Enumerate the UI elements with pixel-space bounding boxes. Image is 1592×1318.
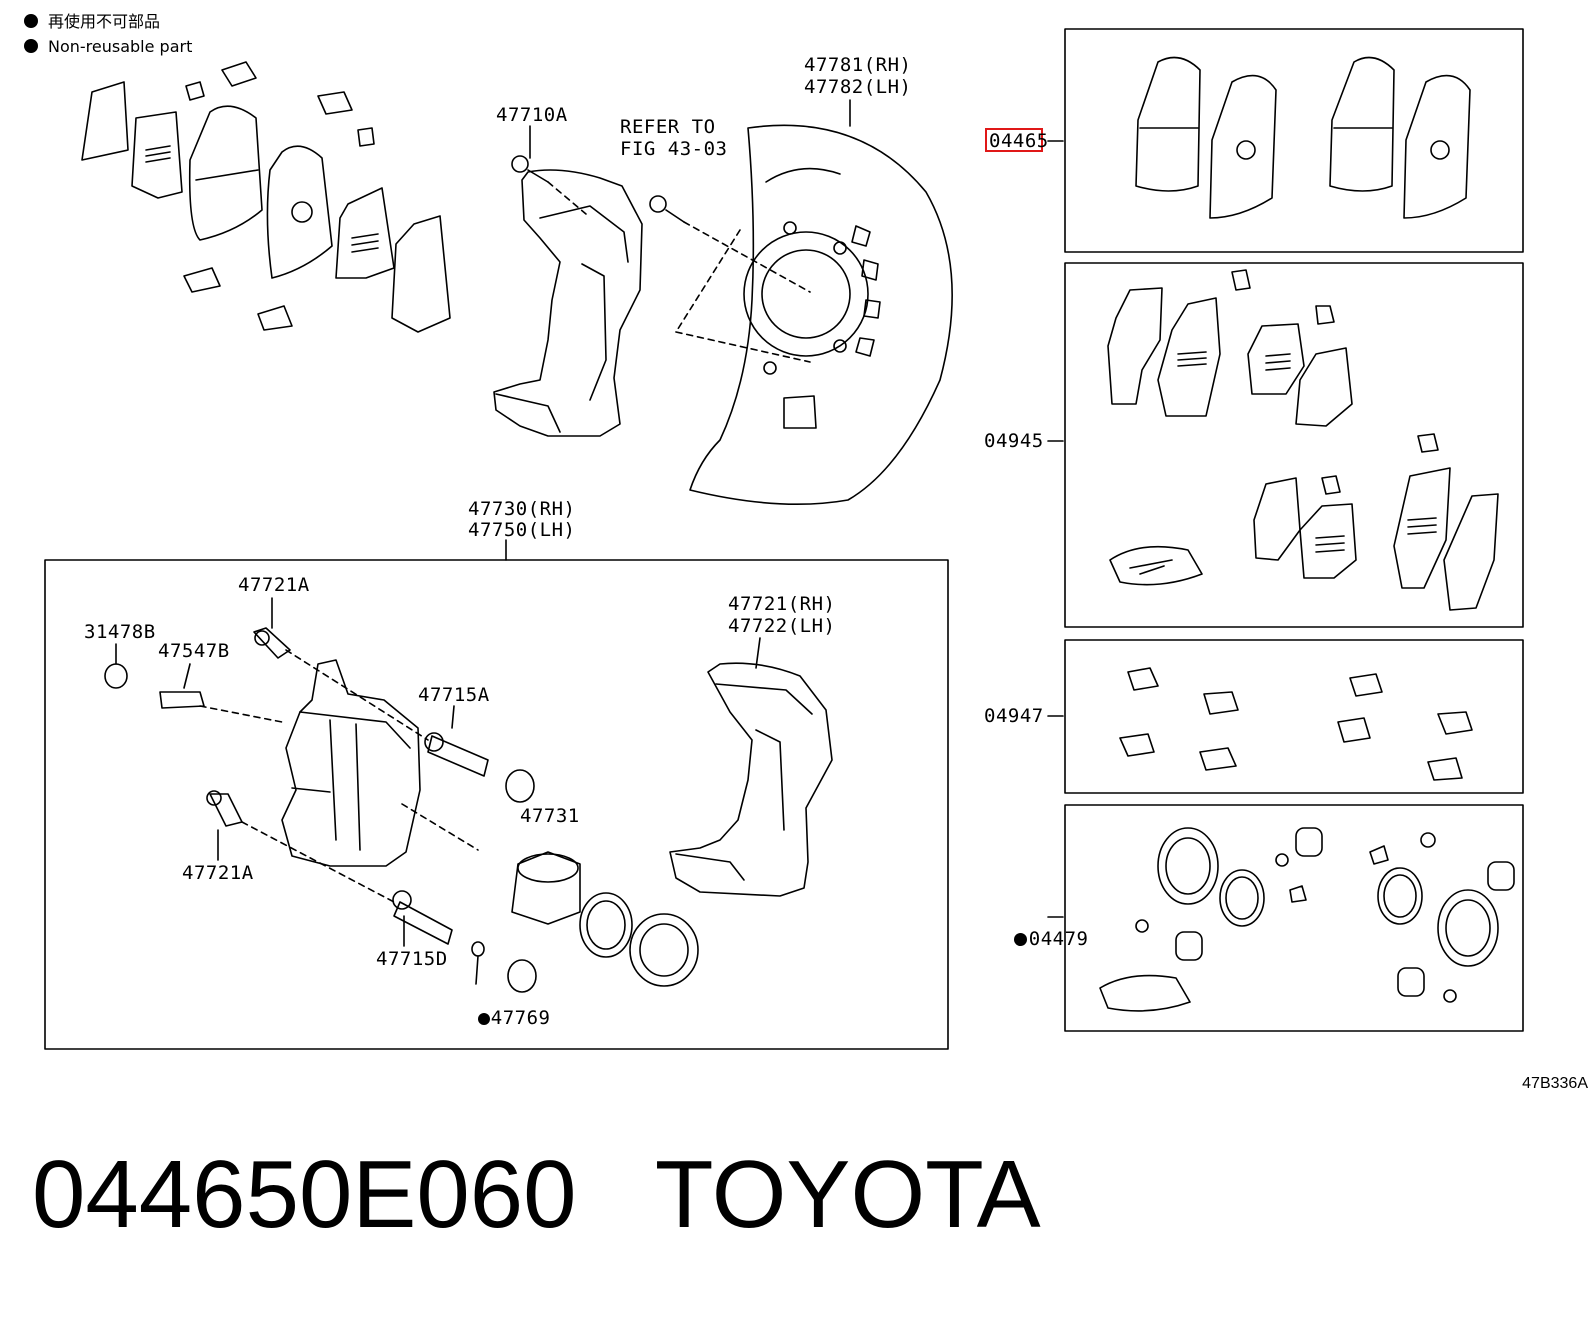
label-refer-to: REFER TO: [620, 116, 716, 138]
top-left-pad-kit-drawing: [81, 61, 451, 333]
label-47721a-top: 47721A: [238, 574, 310, 596]
label-47721a-bottom: 47721A: [182, 862, 254, 884]
non-reusable-dot-icon: [1013, 933, 1027, 946]
seals-04479-drawing: [1099, 827, 1515, 1012]
part-number-caption: 044650E060 TOYOTA: [32, 1141, 1041, 1248]
shims-04945-drawing: [1107, 269, 1499, 611]
kit-box-04947: [1064, 639, 1524, 794]
label-31478b: 31478B: [84, 621, 156, 643]
clips-04947-drawing: [1119, 667, 1473, 781]
label-47710a: 47710A: [496, 104, 568, 126]
label-47769-text: 47769: [490, 1007, 551, 1029]
label-04947: 04947: [984, 705, 1044, 727]
caliper-assembly-box: [44, 559, 949, 1050]
kit-box-04465: [1064, 28, 1524, 253]
kit-box-04479: [1064, 804, 1524, 1032]
non-reusable-dot-icon: [477, 1013, 490, 1025]
bullet-icon: [24, 14, 38, 28]
label-47782: 47782(LH): [804, 76, 912, 98]
label-47769: 47769: [430, 985, 550, 1051]
kit-leaders: [1047, 140, 1064, 918]
legend-japanese: 再使用不可部品: [24, 12, 160, 32]
label-04479: 04479: [966, 906, 1088, 972]
kit-box-04945: [1064, 262, 1524, 628]
label-47731: 47731: [520, 805, 580, 827]
label-47750: 47750(LH): [468, 519, 576, 541]
label-47722: 47722(LH): [728, 615, 836, 637]
small-parts-drawing: [104, 627, 699, 993]
label-47547b: 47547B: [158, 640, 230, 662]
legend-english: Non-reusable part: [24, 37, 192, 57]
caliper-body-drawing: [281, 659, 421, 867]
mounting-bracket-drawing: [493, 155, 685, 437]
label-04945: 04945: [984, 430, 1044, 452]
figure-id: 47B336A: [1522, 1075, 1588, 1092]
label-47715a: 47715A: [418, 684, 490, 706]
label-47730: 47730(RH): [468, 498, 576, 520]
label-47721: 47721(RH): [728, 593, 836, 615]
bullet-icon: [24, 39, 38, 53]
label-04479-text: 04479: [1028, 928, 1089, 950]
legend-english-text: Non-reusable part: [48, 37, 193, 56]
leader-dashes-top: [547, 181, 811, 363]
caliper-bracket-drawing: [669, 662, 833, 897]
highlight-04465[interactable]: 04465: [985, 128, 1048, 152]
leader-dashes-bottom: [199, 649, 479, 903]
pads-04465-drawing: [1135, 56, 1471, 219]
legend-japanese-text: 再使用不可部品: [48, 12, 161, 31]
label-47781: 47781(RH): [804, 54, 912, 76]
label-04465: 04465: [989, 130, 1049, 152]
label-47715d: 47715D: [376, 948, 448, 970]
label-fig-43-03: FIG 43-03: [620, 138, 728, 160]
dust-shield-drawing: [689, 124, 953, 506]
label-leaders: [115, 99, 851, 985]
